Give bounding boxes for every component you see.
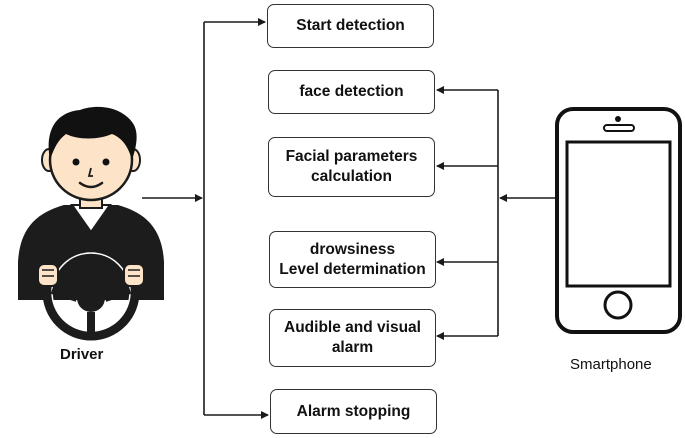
connectors bbox=[142, 18, 555, 419]
step-label-line-1: Facial parameters bbox=[285, 148, 418, 165]
step-alarm-stopping: Alarm stopping bbox=[270, 389, 437, 434]
step-label-line-1: Audible and visual bbox=[284, 319, 421, 336]
step-label-line-2: calculation bbox=[311, 168, 392, 185]
step-label-line-2: alarm bbox=[331, 339, 374, 356]
driver-label: Driver bbox=[60, 346, 104, 363]
step-label: Alarm stopping bbox=[296, 402, 411, 420]
step-drowsiness-level-determination: drowsiness Level determination bbox=[269, 231, 436, 288]
driver-steering-wheel-icon bbox=[18, 106, 164, 341]
step-label-line-2: Level determination bbox=[279, 260, 426, 278]
smartphone-label: Smartphone bbox=[570, 356, 652, 373]
step-face-detection: face detection bbox=[268, 70, 435, 114]
smartphone-icon bbox=[555, 107, 682, 334]
step-facial-parameters-calculation: Facial parameters calculation bbox=[268, 137, 435, 197]
step-start-detection: Start detection bbox=[267, 4, 434, 48]
step-label: face detection bbox=[299, 83, 404, 100]
step-audible-visual-alarm: Audible and visual alarm bbox=[269, 309, 436, 367]
step-label: Start detection bbox=[296, 17, 405, 34]
step-label-line-1: drowsiness bbox=[309, 240, 396, 258]
